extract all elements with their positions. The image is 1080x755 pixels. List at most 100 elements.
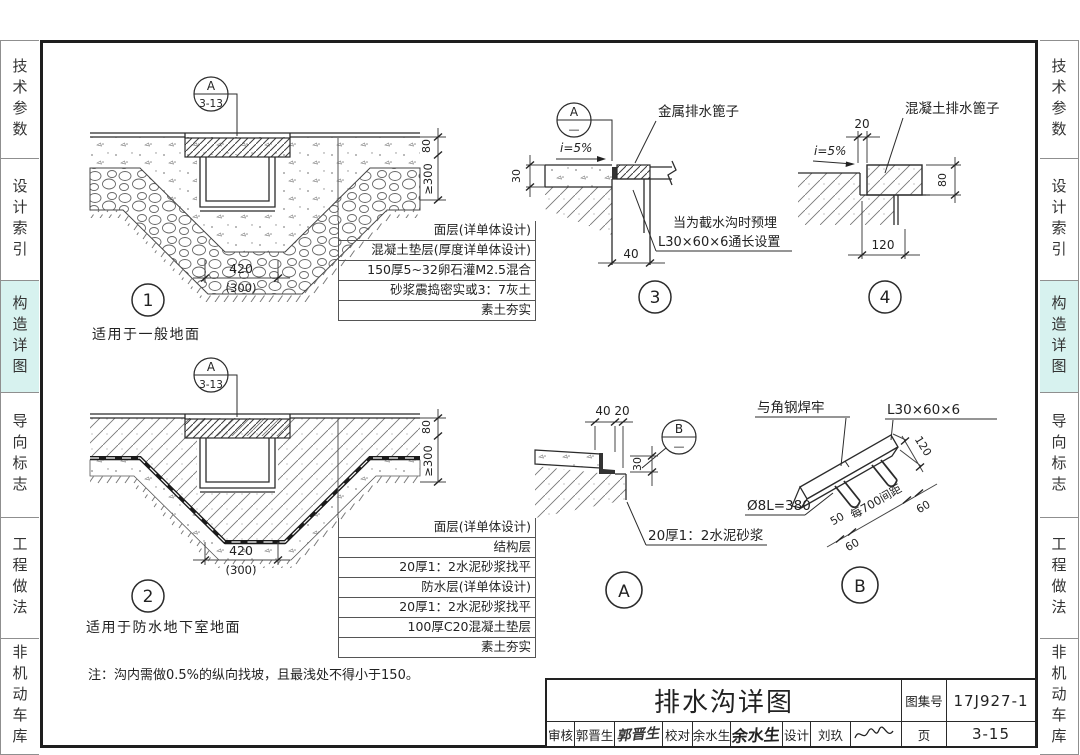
detail-4-label: 混凝土排水篦子 [884, 101, 1000, 174]
detail-3-drawing: A — i=5% 金属排水篦子 当为截水沟时预埋 L30×60×6通长设置 30… [510, 102, 792, 314]
dim-80: 80 [420, 139, 433, 153]
angle-label-text: L30×60×6 [887, 402, 960, 418]
detail-2-layer-list: 面层(详单体设计) 结构层 20厚1：2水泥砂浆找平 防水层(详单体设计) 20… [338, 518, 536, 658]
general-note: 注：沟内需做0.5%的纵向找坡，且最浅处不得小于150。 [88, 668, 419, 683]
bar-label-text: Ø8L=380 [747, 498, 811, 514]
sidebar-tab-construction-details: 构造详图 [1040, 280, 1078, 392]
layer-row: 150厚5~32卵石灌M2.5混合 [339, 261, 535, 281]
tab-label: 技术参数 [10, 57, 29, 142]
review-label: 审核 [547, 722, 575, 746]
detail-B-bar-label: Ø8L=380 [745, 492, 834, 516]
layer-row: 素土夯实 [339, 638, 535, 658]
layer-row: 混凝土垫层(厚度详单体设计) [339, 241, 535, 261]
design-label: 设计 [783, 722, 811, 746]
detail-1-dim-depth: 80 ≥300 [420, 128, 446, 205]
layer-row: 20厚1：2水泥砂浆找平 [339, 598, 535, 618]
layer-row: 防水层(详单体设计) [339, 578, 535, 598]
detail-1-linework [89, 132, 421, 302]
detail-4-dim-120: 120 [848, 201, 920, 260]
detail-number: A [618, 582, 630, 602]
dim-50: 50 [828, 510, 847, 528]
detail-3-linework [544, 160, 677, 265]
detail-number: B [854, 577, 866, 597]
sidebar-tab-tech-params: 技术参数 [1, 40, 39, 158]
sidebar-tab-engineering-practice: 工程做法 [1040, 517, 1078, 638]
dim-40: 40 [623, 247, 638, 261]
layer-row: 100厚C20混凝土垫层 [339, 618, 535, 638]
atlas-number-label: 图集号 [902, 680, 947, 722]
detail-1-dim-width: 420 (300) [193, 260, 290, 295]
tab-label: 构造详图 [10, 294, 29, 379]
detail-2-dim-width: 420 (300) [193, 542, 290, 577]
spacing-label: 每700间距 [848, 481, 904, 522]
layer-row: 20厚1：2水泥砂浆找平 [339, 558, 535, 578]
reviewer-signature: 郭晋生 [615, 722, 663, 746]
detail-3-grate-label: 金属排水篦子 [634, 104, 739, 164]
sidebar-tab-guide-signs: 导向标志 [1, 392, 39, 517]
tab-label: 导向标志 [1049, 413, 1068, 497]
sidebar-tab-nonmotor-garage: 非机动车库 [1, 638, 39, 755]
weld-label-text: 与角钢焊牢 [757, 400, 825, 416]
detail-2-linework [89, 413, 421, 568]
detail-number: 2 [143, 587, 154, 607]
note-line-1: 当为截水沟时预埋 [673, 216, 777, 231]
sidebar-tab-design-index: 设计索引 [1, 158, 39, 280]
detail-B-drawing: 与角钢焊牢 L30×60×6 Ø8L=380 120 50 每700间距 60 … [745, 400, 997, 604]
sidebar-tab-guide-signs: 导向标志 [1040, 392, 1078, 517]
detail-B-angle-label: L30×60×6 [885, 402, 997, 441]
detail-A-dims-top: 40 20 [585, 404, 633, 468]
right-tab-column: 技术参数 设计索引 构造详图 导向标志 工程做法 非机动车库 [1040, 40, 1079, 755]
detail-B-number-bubble: B [841, 566, 879, 604]
sheet-title: 排水沟详图 [547, 680, 902, 722]
detail-1-callout: A 3-13 [193, 76, 238, 136]
sidebar-tab-engineering-practice: 工程做法 [1, 517, 39, 638]
sidebar-tab-tech-params: 技术参数 [1040, 40, 1078, 158]
tab-label: 非机动车库 [1049, 644, 1068, 749]
proofer-signature: 余水生 [731, 722, 783, 746]
tab-label: 设计索引 [10, 177, 29, 262]
detail-A-mortar-label: 20厚1：2水泥砂浆 [626, 501, 767, 546]
title-block: 排水沟详图 图集号 17J927-1 审核 郭晋生 郭晋生 校对 余水生 余水生… [545, 678, 1037, 748]
dim-420: 420 [229, 543, 253, 558]
detail-number: 1 [143, 291, 154, 311]
tab-label: 技术参数 [1049, 57, 1068, 142]
detail-4-number-bubble: 4 [868, 280, 902, 314]
detail-A-number-bubble: A [605, 571, 643, 609]
dim-30: 30 [510, 169, 523, 183]
callout-detail-ref: A [570, 105, 579, 119]
slope-label: i=5% [560, 141, 592, 155]
detail-2-dim-depth: 80 ≥300 [420, 409, 446, 487]
dim-120: 120 [912, 434, 934, 459]
detail-3-note: 当为截水沟时预埋 L30×60×6通长设置 [632, 189, 792, 252]
detail-4-drawing: 混凝土排水篦子 i=5% 20 80 120 4 [798, 101, 1000, 314]
tab-label: 设计索引 [1049, 177, 1068, 262]
detail-3-slope: i=5% [556, 141, 606, 162]
layer-row: 面层(详单体设计) [339, 221, 535, 241]
page-number: 3-15 [971, 725, 1011, 743]
sidebar-tab-nonmotor-garage: 非机动车库 [1040, 638, 1078, 755]
detail-4-dim-20: 20 [846, 117, 880, 163]
sidebar-tab-design-index: 设计索引 [1040, 158, 1078, 280]
detail-A-callout: B — [641, 419, 697, 469]
detail-A-drawing: 40 20 B — 30 20厚1：2水泥砂浆 A [534, 404, 767, 609]
detail-B-spacing-dims: 50 每700间距 60 60 [826, 481, 938, 554]
tab-label: 构造详图 [1049, 294, 1068, 379]
detail-B-linework [791, 434, 899, 509]
designer-name: 刘玖 [811, 722, 851, 746]
detail-1-drawing: A 3-13 420 (300) 80 ≥300 1 [89, 76, 446, 317]
dim-ge300: ≥300 [421, 445, 435, 477]
detail-2-caption: 适用于防水地下室地面 [86, 620, 241, 636]
detail-3-dim-30: 30 [510, 155, 545, 197]
atlas-number-value: 17J927-1 [947, 680, 1035, 722]
detail-4-linework [798, 164, 930, 225]
dim-ge300: ≥300 [421, 163, 435, 195]
dim-300-alt: (300) [226, 563, 257, 577]
detail-A-dim-30: 30 [630, 446, 658, 486]
callout-sheet-ref: — [569, 123, 580, 136]
callout-detail-ref: A [207, 79, 216, 93]
grate-label-text: 金属排水篦子 [658, 104, 739, 120]
grate-label-text: 混凝土排水篦子 [905, 101, 1000, 117]
detail-1-layer-list: 面层(详单体设计) 混凝土垫层(厚度详单体设计) 150厚5~32卵石灌M2.5… [338, 221, 536, 321]
callout-sheet-ref: 3-13 [199, 379, 223, 391]
detail-2-callout: A 3-13 [193, 357, 238, 417]
